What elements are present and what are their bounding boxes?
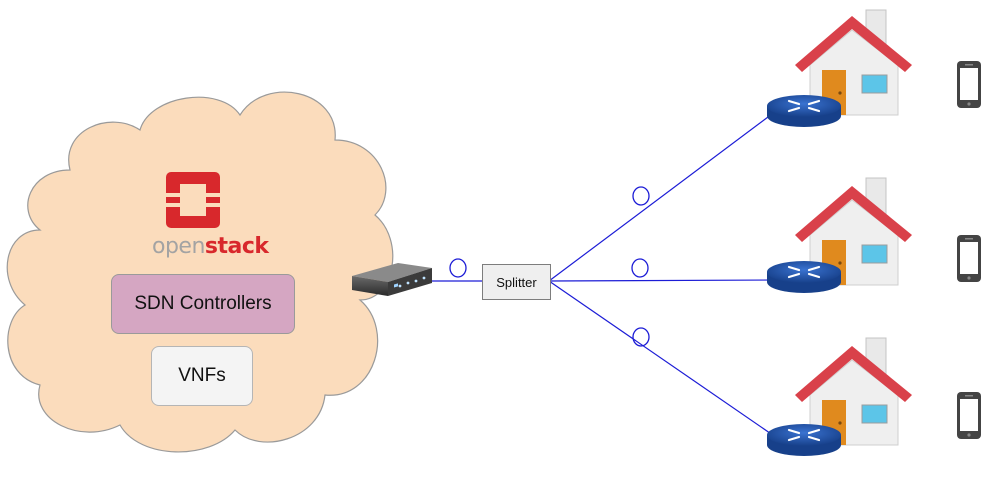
router-icon <box>767 95 841 127</box>
openstack-logo-icon <box>166 172 220 228</box>
subscriber-bottom <box>767 337 981 456</box>
fiber-coil-icon <box>449 258 467 278</box>
openstack-wordmark-part1: open <box>152 234 205 259</box>
subscriber-middle <box>767 177 981 293</box>
olt-switch-icon <box>352 263 432 296</box>
splitter-label: Splitter <box>496 274 537 290</box>
vnfs-label: VNFs <box>178 365 226 386</box>
branch-fiber-bottom <box>548 280 781 441</box>
splitter-box: Splitter <box>482 264 551 300</box>
smartphone-icon <box>957 235 981 282</box>
openstack-wordmark-part2: stack <box>204 234 269 259</box>
sdn-controllers-label: SDN Controllers <box>134 293 272 314</box>
sdn-controllers-box: SDN Controllers <box>111 274 295 334</box>
router-icon <box>767 424 841 456</box>
branch-fiber-middle <box>548 279 781 282</box>
smartphone-icon <box>957 392 981 439</box>
fiber-coil-icon <box>632 327 650 347</box>
cloud-shape <box>6 91 394 453</box>
subscriber-top <box>767 9 981 127</box>
router-icon <box>767 261 841 293</box>
branch-fiber-top <box>548 107 781 282</box>
vnfs-box: VNFs <box>151 346 253 406</box>
fiber-coil-icon <box>631 258 649 278</box>
fiber-coil-icon <box>632 186 650 206</box>
smartphone-icon <box>957 61 981 108</box>
openstack-wordmark: openstack <box>152 234 269 259</box>
house-icon <box>795 337 912 446</box>
